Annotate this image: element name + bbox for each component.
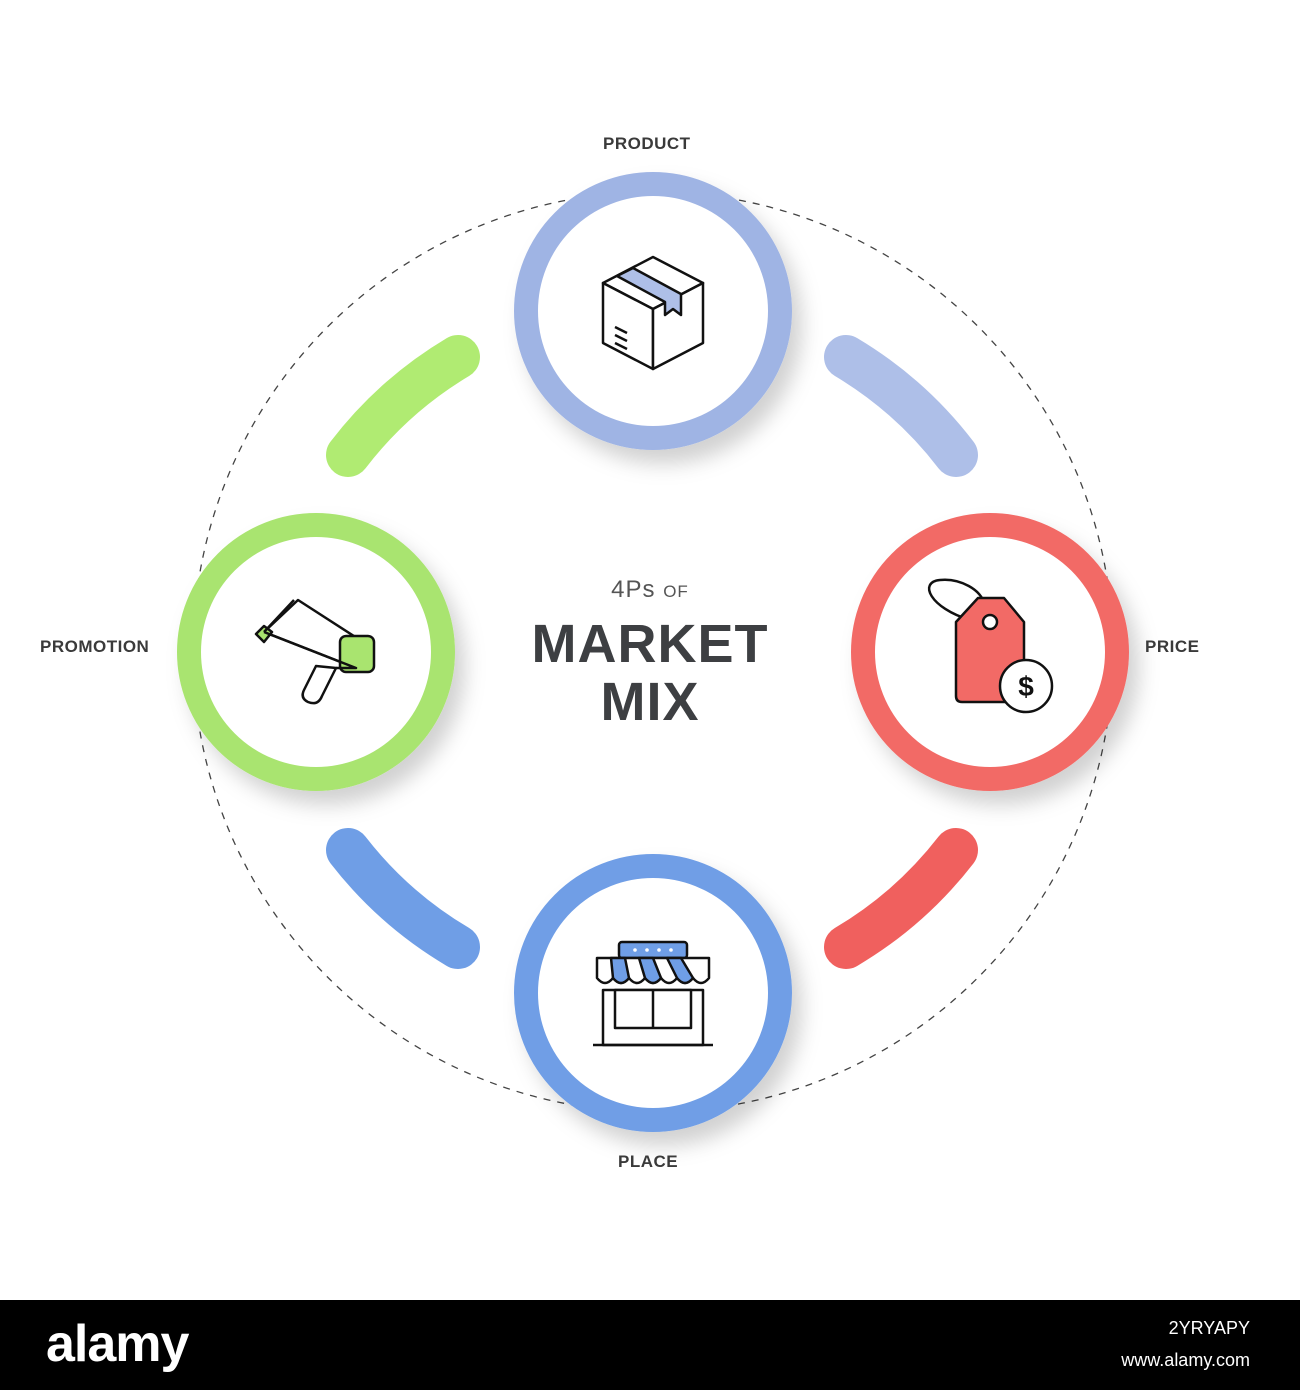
footer-url: www.alamy.com: [1121, 1350, 1250, 1370]
arc-product-price: [824, 335, 978, 477]
place-label: PLACE: [618, 1152, 679, 1171]
price-label: PRICE: [1145, 637, 1200, 656]
product-label: PRODUCT: [603, 134, 691, 153]
center-subtitle: 4Ps OF: [500, 576, 800, 604]
arc-promotion-product: [326, 335, 480, 477]
arc-place-promotion: [326, 828, 480, 969]
promotion-label: PROMOTION: [40, 637, 150, 656]
subtitle-of: OF: [663, 582, 689, 601]
footer-logo: alamy: [46, 1315, 189, 1373]
footer-bar: alamy 2YRYAPY www.alamy.com: [0, 1300, 1300, 1390]
storefront-icon: [593, 940, 713, 1047]
center-title-line-2: MIX: [600, 672, 700, 732]
diagram-canvas: $: [177, 172, 1129, 1132]
center-title-line-1: MARKET: [531, 614, 769, 674]
arc-price-place: [824, 828, 978, 969]
footer-image-id: 2YRYAPY: [1168, 1318, 1250, 1338]
box-icon: [596, 250, 710, 376]
megaphone-icon: [254, 598, 376, 705]
svg-text:$: $: [1018, 671, 1034, 702]
subtitle-prefix: 4Ps: [611, 576, 656, 603]
price-tag-icon: $: [924, 574, 1054, 714]
